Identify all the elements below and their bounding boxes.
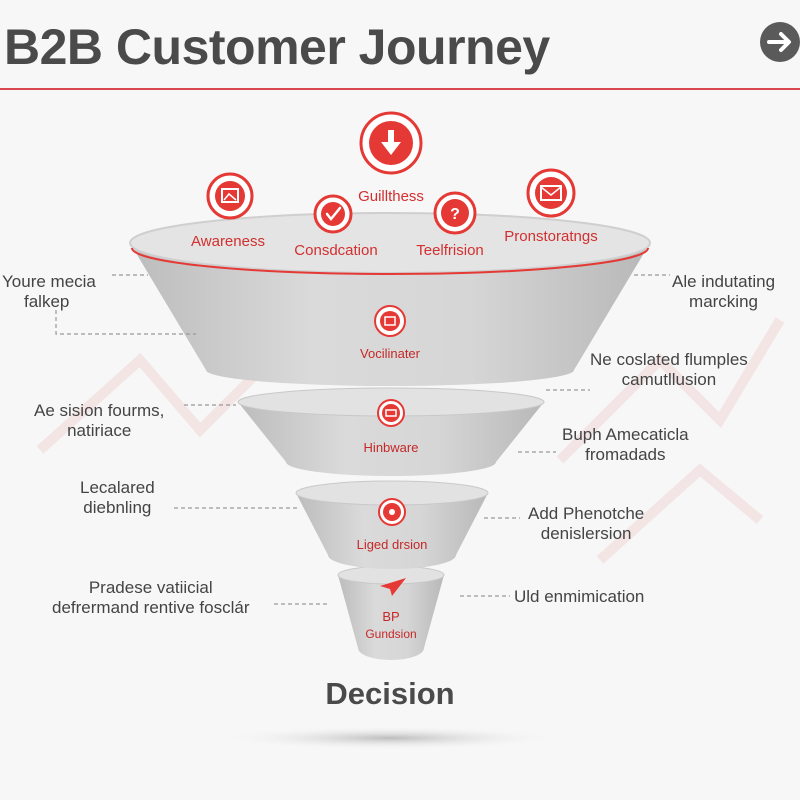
- right-note-4-line1: Add Phenotche: [528, 504, 645, 523]
- left-note-3-line1: Lecalared: [80, 478, 155, 497]
- right-note-1-line1: Ale indutating: [672, 272, 776, 291]
- stage-2-icon: [377, 399, 405, 427]
- paper-plane-icon: [380, 578, 406, 596]
- right-note-4: Add Phenotche denislersion: [528, 504, 644, 544]
- stage-2-label: Hinbware: [363, 440, 419, 455]
- right-note-3-line2: fromadads: [585, 445, 666, 464]
- right-note-2-line2: camutllusion: [621, 370, 717, 389]
- envelope-icon: [526, 168, 576, 218]
- left-note-4-line2: defrermand rentive fosclár: [52, 598, 250, 617]
- left-note-2: Ae sision fourms, natiriace: [34, 401, 164, 441]
- download-circle-icon: [359, 111, 423, 175]
- left-note-1-line2: falkep: [24, 292, 70, 311]
- page-title: B2B Customer Journey: [4, 19, 550, 75]
- left-note-4: Pradese vatiicial defrermand rentive fos…: [52, 578, 249, 618]
- right-note-5: Uld enmimication: [514, 587, 644, 607]
- label-promotions: Pronstoratngs: [504, 228, 598, 245]
- leader-lines: [55, 274, 670, 605]
- left-note-4-line1: Pradese vatiicial: [88, 578, 213, 597]
- question-circle-icon: ?: [433, 191, 477, 235]
- label-awareness: Awareness: [191, 233, 265, 250]
- right-note-4-line2: denislersion: [540, 524, 632, 543]
- stage-4-label-line1: BP: [382, 609, 400, 624]
- title-divider: [0, 88, 800, 90]
- stage-3-icon: [378, 498, 406, 526]
- image-icon: [206, 172, 254, 220]
- label-television: Teelfrision: [416, 242, 484, 259]
- right-note-1: Ale indutating marcking: [672, 272, 775, 312]
- funnel-stage-3: [295, 480, 489, 569]
- label-guiltiness: Guillthess: [358, 188, 424, 205]
- left-note-3: Lecalared diebnling: [80, 478, 155, 518]
- stage-1-icon: [374, 305, 406, 337]
- stage-3-label: Liged drsion: [356, 537, 428, 552]
- right-note-3-line1: Buph Amecaticla: [562, 425, 689, 444]
- stage-1-label: Vocilinater: [360, 346, 420, 361]
- right-note-5-line1: Uld enmimication: [514, 587, 645, 606]
- stage-4-label-line2: Gundsion: [365, 627, 417, 641]
- left-note-3-line2: diebnling: [83, 498, 152, 517]
- right-note-2: Ne coslated flumples camutllusion: [590, 350, 748, 390]
- next-arrow-icon[interactable]: [760, 22, 800, 62]
- left-note-1-line1: Youre mecia: [2, 272, 96, 291]
- right-note-1-line2: marcking: [689, 292, 758, 311]
- left-note-2-line1: Ae sision fourms,: [34, 401, 165, 420]
- background-decoration: [36, 317, 785, 564]
- label-consideration: Consdcation: [294, 242, 378, 259]
- left-note-1: Youre mecia falkep: [2, 272, 96, 312]
- right-note-3: Buph Amecaticla fromadads: [562, 425, 689, 465]
- left-note-2-line2: natiriace: [67, 421, 132, 440]
- check-circle-icon: [313, 194, 353, 234]
- ground-shadow: [220, 726, 560, 750]
- decision-heading: Decision: [325, 676, 455, 711]
- right-note-2-line1: Ne coslated flumples: [590, 350, 748, 369]
- svg-text:?: ?: [450, 206, 460, 223]
